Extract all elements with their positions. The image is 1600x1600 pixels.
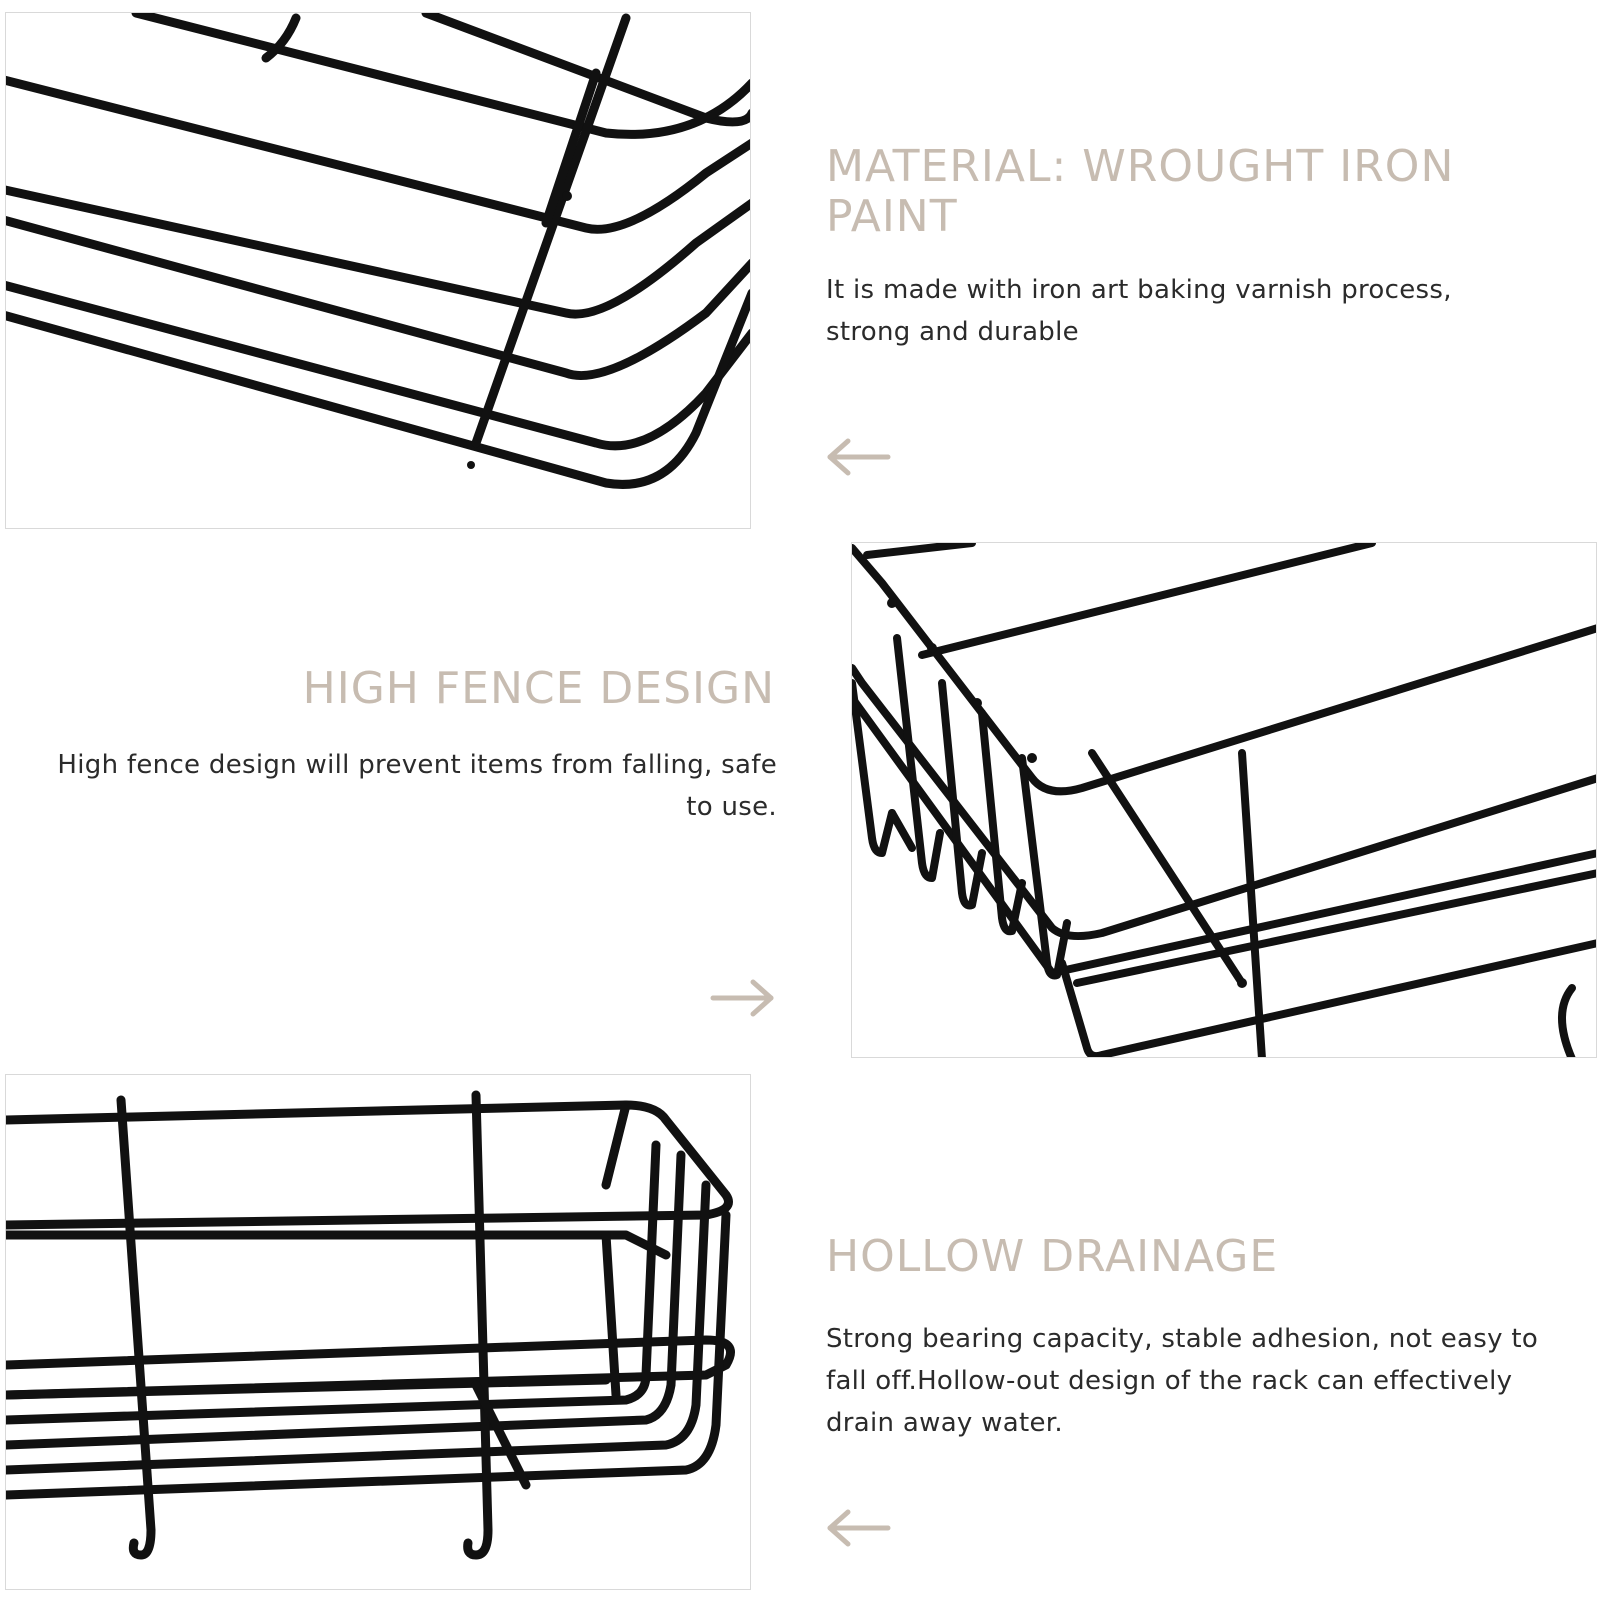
feature-high-fence-title: HIGH FENCE DESIGN (302, 663, 775, 714)
wire-basket-hooks-icon (6, 1090, 735, 1560)
wire-basket-fence-icon (852, 543, 1596, 1057)
left-arrow-icon (827, 1509, 891, 1547)
product-photo-basket-hooks (5, 1074, 751, 1590)
feature-hollow-drainage-description: Strong bearing capacity, stable adhesion… (826, 1324, 1539, 1438)
left-arrow-icon (827, 438, 891, 476)
feature-high-fence-description: High fence design will prevent items fro… (57, 750, 777, 822)
product-photo-basket-corner (5, 12, 751, 529)
product-photo-basket-fence (851, 542, 1597, 1058)
wire-basket-corner-icon (6, 13, 750, 489)
feature-material-title: MATERIAL: WROUGHT IRON PAINT (826, 141, 1455, 242)
feature-hollow-drainage-title: HOLLOW DRAINAGE (826, 1231, 1279, 1282)
right-arrow-icon (710, 979, 774, 1017)
feature-material-description: It is made with iron art baking varnish … (826, 275, 1452, 347)
